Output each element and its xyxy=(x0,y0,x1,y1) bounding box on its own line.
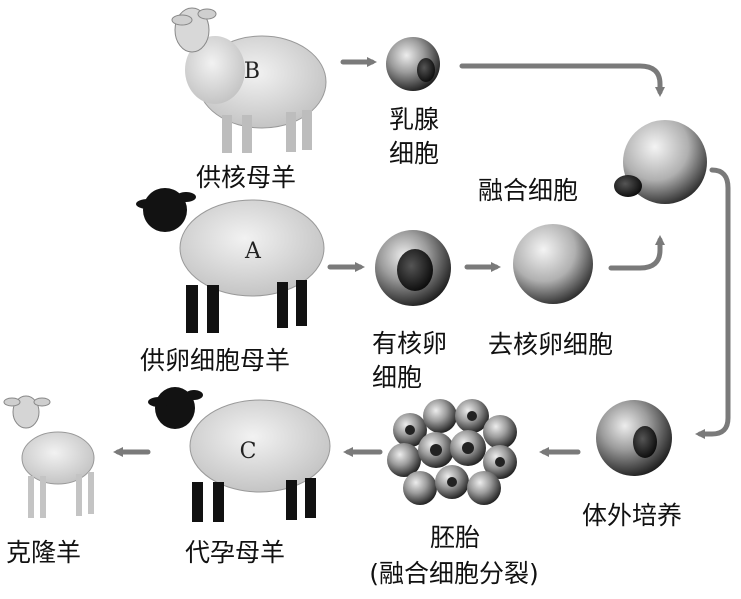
fused-cell xyxy=(614,120,707,204)
cultured-cell xyxy=(596,400,672,476)
label-in-vitro-culture: 体外培养 xyxy=(582,500,682,532)
embryo-cluster xyxy=(387,399,517,505)
sheep-c-letter: C xyxy=(240,439,257,464)
enucleated-egg-cell xyxy=(513,224,593,304)
label-cloned-sheep: 克隆羊 xyxy=(6,537,81,569)
label-nucleus-donor: 供核母羊 xyxy=(196,162,296,194)
mammary-cell xyxy=(386,37,440,91)
label-fused-cell: 融合细胞 xyxy=(478,175,578,207)
label-nucleated-egg-line2: 细胞 xyxy=(372,362,422,394)
label-mammary-line1: 乳腺 xyxy=(374,104,454,136)
sheep-b-letter: B xyxy=(244,59,260,84)
label-embryo-line2: (融合细胞分裂) xyxy=(336,558,572,590)
arrow-enucleated-to-fused xyxy=(611,240,660,268)
arrow-fused-to-culture xyxy=(700,170,728,434)
label-mammary-line2: 细胞 xyxy=(374,138,454,170)
label-nucleated-egg-line1: 有核卵 xyxy=(372,328,447,360)
nucleated-egg-cell xyxy=(375,230,451,306)
sheep-b: B xyxy=(172,8,326,153)
sheep-a-letter: A xyxy=(244,239,262,264)
label-enucleated-egg: 去核卵细胞 xyxy=(488,329,613,361)
sheep-c: C xyxy=(148,387,330,522)
label-surrogate: 代孕母羊 xyxy=(185,537,285,569)
cloned-lamb xyxy=(4,396,94,518)
label-embryo-line1: 胚胎 xyxy=(380,522,530,554)
arrow-mammary-to-fused xyxy=(462,66,660,92)
sheep-a: A xyxy=(136,188,324,333)
label-egg-donor: 供卵细胞母羊 xyxy=(140,345,290,377)
